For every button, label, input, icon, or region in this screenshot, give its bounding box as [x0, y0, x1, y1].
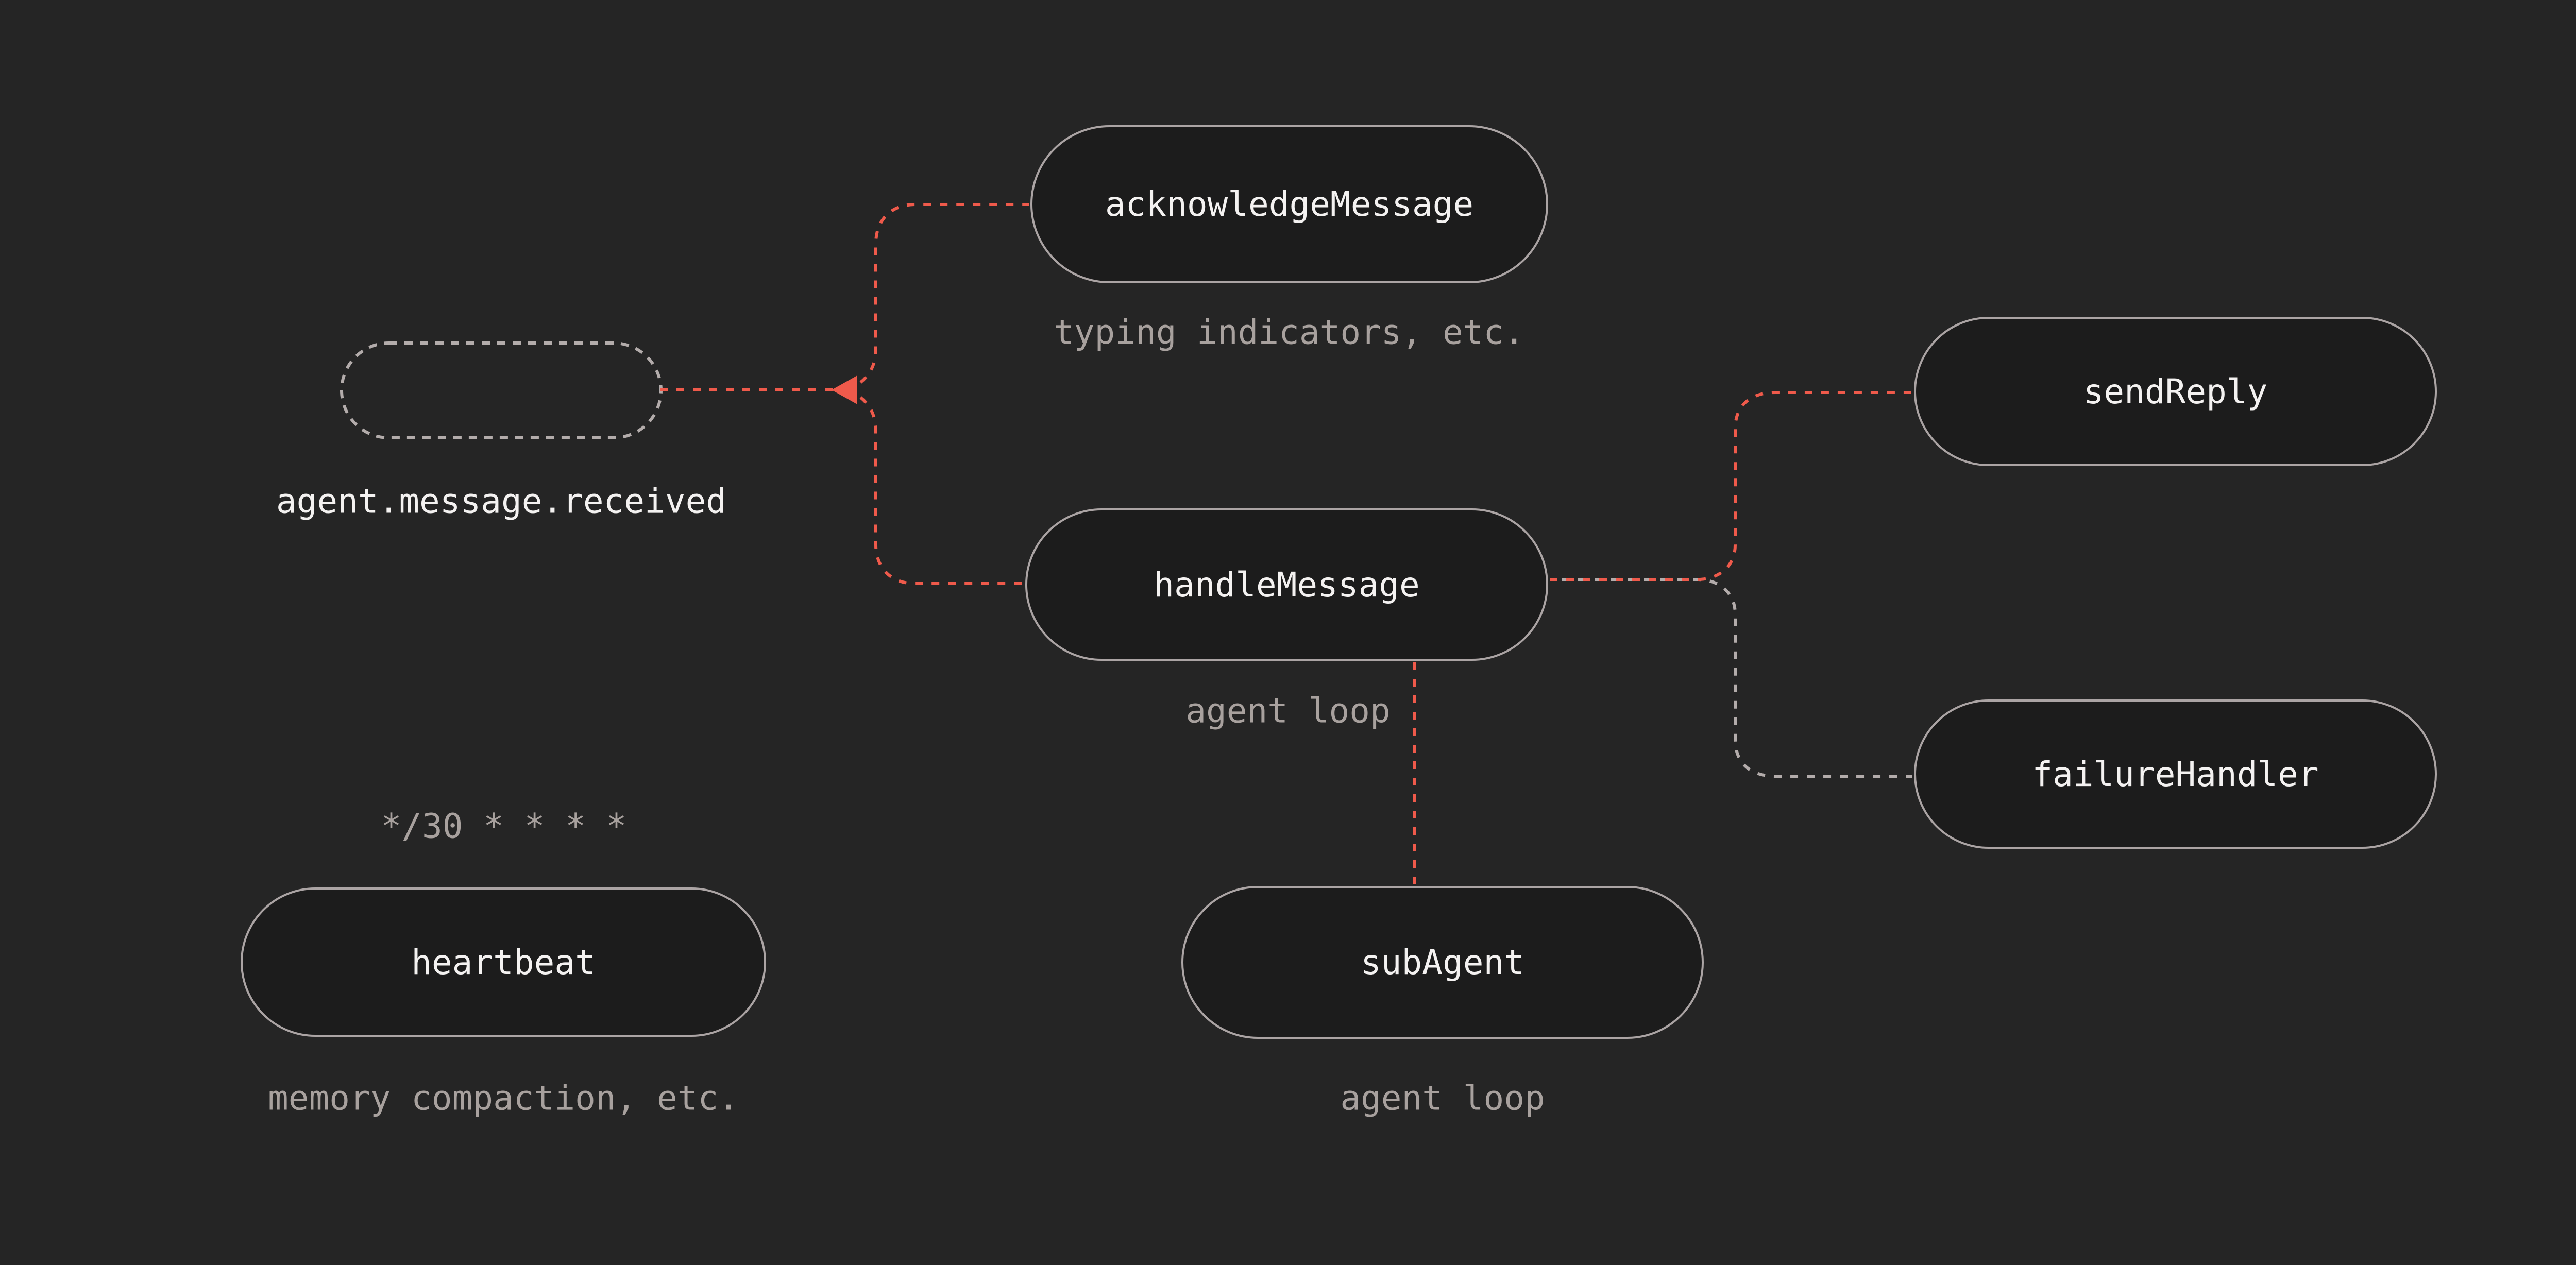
node-sub-agent: subAgent [1181, 886, 1704, 1039]
acknowledge-caption: typing indicators, etc. [1054, 312, 1524, 352]
node-acknowledge-message: acknowledgeMessage [1030, 125, 1548, 283]
handle-caption: agent loop [1185, 691, 1391, 731]
node-handle-message: handleMessage [1025, 508, 1548, 661]
sub-agent-caption: agent loop [1340, 1078, 1545, 1118]
heartbeat-cron-schedule: */30 * * * * [381, 806, 627, 846]
node-heartbeat: heartbeat [241, 887, 766, 1037]
node-failure-handler: failureHandler [1914, 699, 2437, 849]
node-failure-handler-label: failureHandler [2032, 754, 2319, 794]
node-heartbeat-label: heartbeat [411, 942, 596, 982]
edge-event-to-handle [845, 388, 1024, 585]
node-handle-message-label: handleMessage [1154, 565, 1420, 605]
node-send-reply-label: sendReply [2083, 371, 2268, 412]
junction-arrowhead-icon [832, 375, 857, 404]
edge-event-to-acknowledge [845, 203, 1029, 391]
heartbeat-caption: memory compaction, etc. [268, 1078, 739, 1118]
node-sub-agent-label: subAgent [1361, 943, 1524, 982]
event-topic-label: agent.message.received [276, 481, 727, 521]
edge-handle-to-failure [1550, 578, 1912, 778]
node-send-reply: sendReply [1914, 317, 2437, 466]
event-node-outline [340, 341, 663, 439]
node-acknowledge-message-label: acknowledgeMessage [1105, 184, 1474, 224]
edge-handle-to-send [1550, 391, 1912, 581]
